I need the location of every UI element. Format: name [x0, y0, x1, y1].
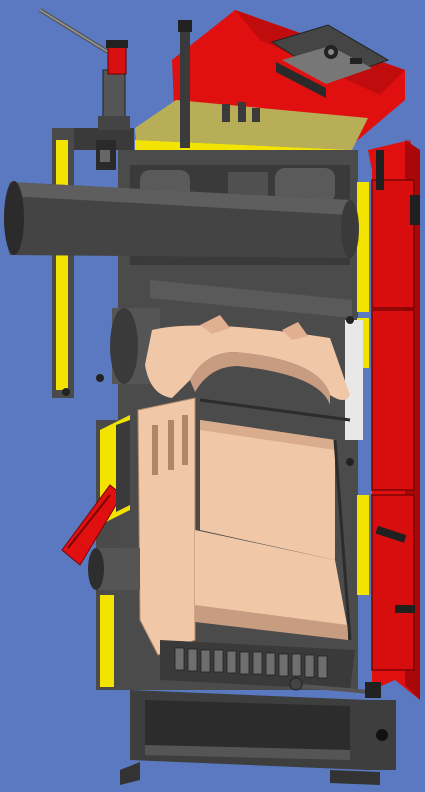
ceramic-back-wall [195, 420, 348, 640]
edge-line [333, 439, 352, 641]
top-lid [135, 100, 368, 150]
ash-pit [130, 690, 396, 770]
controller-icon [270, 24, 390, 98]
baffle-shelf [150, 280, 352, 318]
air-pipe-lower [88, 548, 140, 590]
lid-nozzles [222, 102, 260, 122]
base-feet [120, 762, 380, 785]
sensor-unit [98, 40, 130, 130]
loading-door-open [61, 415, 130, 566]
flue-pipe [4, 181, 359, 258]
ceramic-side-block [137, 397, 196, 656]
fittings [62, 316, 354, 466]
grate [160, 640, 381, 698]
ceramic-arch [145, 315, 350, 405]
edge-line [199, 398, 351, 422]
roof-pipe [178, 20, 192, 148]
thermometer-icon [38, 8, 110, 54]
